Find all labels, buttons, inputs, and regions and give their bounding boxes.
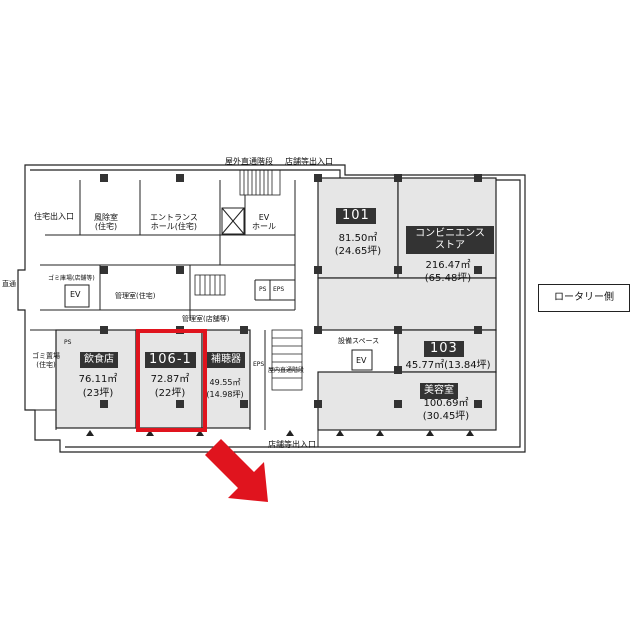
label-interior-stairs: 屋内直通階段 (268, 367, 305, 374)
unit-convenience-name: コンビニエンス ストア (406, 226, 494, 254)
tenant-areas (55, 177, 497, 431)
label-left-edge: 直通 (2, 280, 16, 288)
label-management-room-residence: 管理室(住宅) (115, 292, 156, 300)
label-ev-1: EV (70, 290, 81, 299)
rotary-side-label: ロータリー側 (538, 284, 630, 312)
unit-beauty-name: 美容室 (420, 383, 458, 399)
label-ps-1: PS (259, 286, 267, 293)
unit-hearing-area (201, 329, 251, 429)
unit-103-number: 103 (424, 341, 464, 357)
unit-106-1-area-text: 72.87㎡ (150, 374, 190, 385)
unit-103-area-text: 45.77㎡(13.84坪) (405, 360, 491, 371)
unit-101-area (317, 177, 399, 279)
unit-restaurant-tsubo: (23坪) (82, 388, 114, 399)
unit-restaurant-name: 飲食店 (80, 352, 118, 368)
unit-106-1-tsubo: (22坪) (154, 388, 186, 399)
label-residence-entrance: 住宅出入口 (34, 212, 74, 221)
interior-walls (30, 180, 319, 447)
label-ev-2: EV (356, 356, 367, 365)
label-eps-1: EPS (273, 286, 285, 293)
unit-101-area-text: 81.50㎡ (338, 233, 378, 244)
unit-106-1-number: 106-1 (145, 352, 196, 368)
unit-hearing-name: 補聴器 (207, 352, 245, 368)
label-eps-2: EPS (253, 361, 265, 368)
unit-convenience-lower-area (317, 277, 497, 331)
unit-101-tsubo: (24.65坪) (334, 246, 382, 257)
unit-hearing-tsubo: (14.98坪) (206, 390, 244, 399)
unit-restaurant-area-text: 76.11㎡ (78, 374, 118, 385)
unit-106-1-highlight (136, 329, 207, 432)
unit-101-number: 101 (336, 208, 376, 224)
unit-beauty-tsubo: (30.45坪) (422, 411, 470, 422)
unit-restaurant-area (55, 329, 137, 429)
label-store-entrance-bottom: 店舗等出入口 (268, 440, 316, 449)
label-exterior-stairs: 屋外直通階段 (225, 157, 273, 166)
label-ev-hall: EV ホール (252, 213, 276, 231)
label-garbage-store: ゴミ庫場(店舗等) (48, 275, 95, 282)
label-windbreak-room: 風除室 (住宅) (94, 213, 118, 231)
label-entrance-hall: エントランス ホール(住宅) (150, 213, 198, 231)
unit-convenience-tsubo: (65.48坪) (424, 273, 472, 284)
columns (100, 174, 482, 408)
label-management-room-store: 管理室(店舗等) (182, 315, 230, 323)
unit-hearing-area-text: 49.55㎡ (209, 378, 241, 387)
elevators (64, 207, 373, 371)
unit-beauty-area-text: 100.69㎡ (423, 398, 469, 409)
unit-convenience-area-text: 216.47㎡ (425, 260, 471, 271)
unit-106-1-area (135, 329, 203, 429)
unit-beauty-area (317, 371, 497, 431)
label-facility-space: 設備スペース (338, 337, 380, 345)
label-ps-2: PS (64, 339, 72, 346)
stairs (194, 169, 303, 391)
label-store-entrance-top: 店舗等出入口 (285, 157, 333, 166)
label-garbage-room-residence: ゴミ置場 (住宅) (32, 352, 60, 369)
pointer-arrow (205, 439, 268, 502)
door-markers (86, 430, 474, 436)
